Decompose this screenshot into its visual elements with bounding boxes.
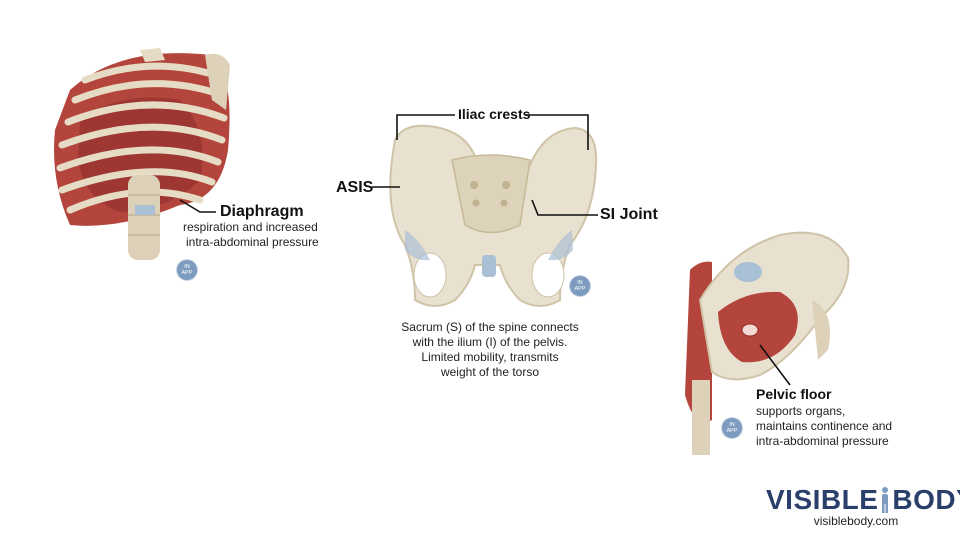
pelvic-floor-image [685, 231, 850, 455]
badge-line1: IN [729, 422, 735, 428]
in-app-badge-pelvis[interactable]: IN APP [570, 276, 590, 296]
pelvic-floor-line3: intra-abdominal pressure [756, 434, 889, 448]
in-app-badge-pelvic-floor[interactable]: IN APP [722, 418, 742, 438]
badge-line2: APP [726, 428, 738, 434]
badge-line2: APP [574, 286, 586, 292]
ribcage-diaphragm-image [54, 48, 230, 260]
diaphragm-description-line1: respiration and increased [183, 220, 318, 234]
iliac-crests-label: Iliac crests [458, 106, 531, 122]
logo-wordmark: VISIBLE BODY® [766, 484, 960, 516]
leader-lines [179, 114, 791, 386]
badge-line1: IN [184, 264, 190, 270]
pelvis-image [389, 124, 598, 307]
badge-line1: IN [577, 280, 583, 286]
pelvic-floor-title: Pelvic floor [756, 386, 832, 402]
pelvis-caption-line1: Sacrum (S) of the spine connects [401, 320, 579, 334]
si-joint-label: SI Joint [600, 206, 658, 223]
logo-url[interactable]: visiblebody.com [813, 514, 899, 528]
pelvis-caption-line4: weight of the torso [440, 365, 540, 379]
logo-visible-text: VISIBLE [766, 484, 879, 515]
logo-body-text: BODY [892, 484, 960, 515]
pelvis-caption-line3: Limited mobility, transmits [421, 350, 559, 364]
in-app-badge-diaphragm[interactable]: IN APP [177, 260, 197, 280]
visible-body-logo[interactable]: VISIBLE BODY® visiblebody.com [766, 484, 960, 528]
diaphragm-description-line2: intra-abdominal pressure [186, 235, 319, 249]
pelvis-caption: Sacrum (S) of the spine connects with th… [390, 320, 590, 380]
badge-line2: APP [181, 270, 193, 276]
asis-label: ASIS [336, 179, 374, 196]
human-figure-icon [880, 487, 890, 513]
pelvis-caption-line2: with the ilium (I) of the pelvis. [412, 335, 568, 349]
diaphragm-title: Diaphragm [220, 203, 304, 220]
pelvic-floor-line1: supports organs, [756, 404, 846, 418]
pelvic-floor-line2: maintains continence and [756, 419, 893, 433]
